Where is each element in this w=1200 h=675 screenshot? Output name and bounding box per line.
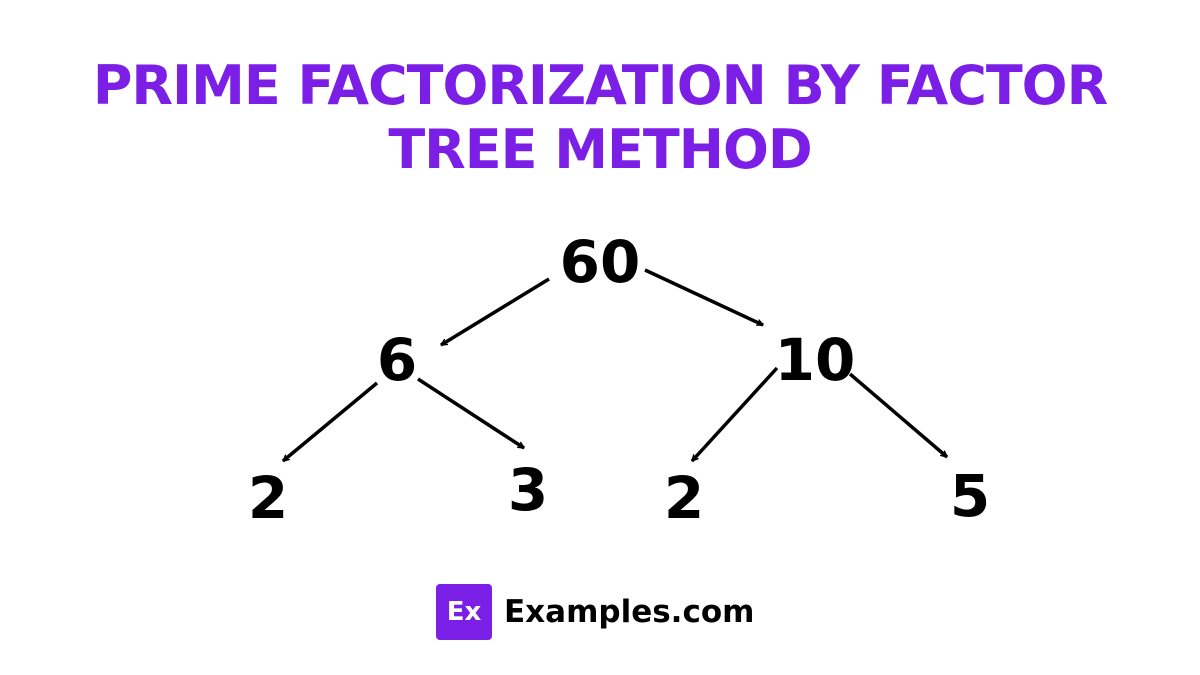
arrow-icon [690,366,779,463]
brand-name: Examples.com [504,594,755,630]
title-line-1: PRIME FACTORIZATION BY FACTOR [92,54,1108,117]
tree-root-node: 60 [560,228,641,296]
brand-badge: Ex [436,584,492,640]
tree-leaf-node: 3 [508,456,548,524]
tree-leaf-node: 5 [950,462,990,530]
page-title: PRIME FACTORIZATION BY FACTOR TREE METHO… [0,54,1200,182]
arrow-icon [848,372,949,459]
tree-node-left: 6 [377,326,417,394]
brand-logo: Ex Examples.com [436,584,754,640]
arrow-icon [440,277,550,347]
arrow-icon [281,381,379,463]
tree-node-right: 10 [775,326,856,394]
tree-leaf-node: 2 [664,464,704,532]
tree-leaf-node: 2 [248,464,288,532]
arrow-icon [644,268,764,327]
title-line-2: TREE METHOD [388,118,812,181]
arrow-icon [417,377,525,450]
